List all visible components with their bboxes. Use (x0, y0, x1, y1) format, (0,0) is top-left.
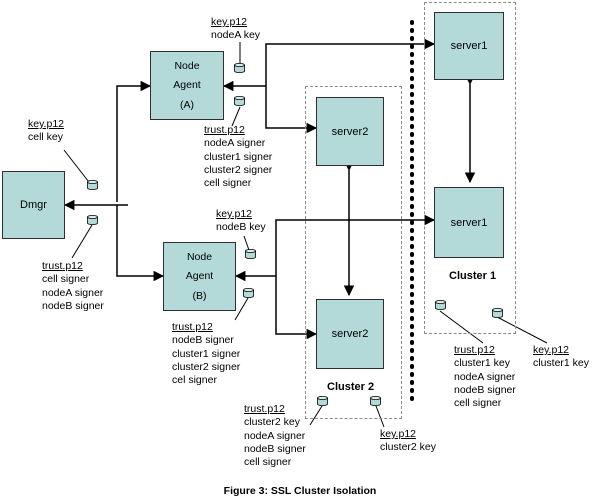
nodeA-key-file: key.p12 (211, 16, 247, 28)
cluster1-trust-file: trust.p12 (454, 344, 495, 356)
node-agent-a-line2: Agent (173, 79, 201, 92)
nodeA-trust-file: trust.p12 (204, 124, 245, 136)
pointer-c2-key (375, 405, 385, 428)
node-agent-a-line1: Node (174, 59, 200, 72)
arrow-dmgr-to-nodeA (116, 80, 152, 202)
nodeB-trust-file: trust.p12 (172, 321, 213, 333)
cluster2-trust-file: trust.p12 (244, 403, 285, 415)
cluster2-trust-line: nodeA signer (244, 429, 306, 442)
dmgr-box: Dmgr (2, 171, 65, 239)
cluster1-trust-line: nodeA signer (454, 370, 516, 383)
nodeB-key-file: key.p12 (216, 208, 252, 220)
nodeB-trust-line: nodeB signer (172, 334, 234, 347)
nodeB-trust-line: cluster2 signer (172, 360, 241, 373)
server1-bottom-label: server1 (450, 216, 488, 229)
cluster1-key-store-icon (492, 308, 503, 318)
server1-top-box: server1 (434, 12, 504, 80)
nodeA-trust-store-icon (234, 96, 245, 106)
cluster2-trust-store-icon (317, 396, 328, 406)
nodeA-trust-line: nodeA signer (204, 137, 266, 150)
figure-caption: Figure 3: SSL Cluster Isolation (223, 485, 377, 497)
pointer-nodeB-trust (234, 297, 249, 321)
cell-trust-file: trust.p12 (42, 260, 83, 272)
nodeB-trust-line: cel signer (172, 374, 217, 387)
cluster1-trust-line: cluster1 key (454, 357, 511, 370)
cluster1-key-file: key.p12 (533, 344, 569, 356)
nodeA-trust-line: cluster2 signer (204, 163, 273, 176)
cluster2-key-file: key.p12 (380, 428, 416, 440)
cluster2-trust-line: nodeB signer (244, 442, 306, 455)
cluster2-trust-line: cluster2 key (244, 416, 301, 429)
nodeB-key-store-icon (245, 249, 256, 259)
cluster1-key-label: key.p12 cluster1 key (533, 344, 589, 371)
nodeB-trust-store-icon (243, 288, 254, 298)
nodeA-trust-line: cluster1 signer (204, 150, 273, 163)
nodeB-key-label: key.p12 nodeB key (216, 208, 266, 235)
cluster2-key-line: cluster2 key (380, 441, 437, 454)
server2-bottom-box: server2 (316, 299, 384, 369)
pointer-cell-key (63, 149, 93, 187)
nodeA-key-label: key.p12 nodeA key (211, 16, 260, 43)
cell-trust-line: nodeA signer (42, 286, 104, 299)
cluster2-trust-line: cell signer (244, 456, 292, 469)
server2-top-box: server2 (316, 97, 384, 166)
node-agent-b-line2: Agent (185, 270, 214, 283)
cluster2-key-store-icon (370, 396, 381, 406)
server1-top-label: server1 (450, 40, 488, 52)
arrow-nodeA-to-server1 (265, 38, 436, 86)
nodeA-trust-line: cell signer (204, 177, 252, 190)
node-agent-b-line1: Node (186, 250, 213, 263)
cluster-2-container (305, 86, 402, 419)
arrow-nodeB-to-server2 (275, 276, 318, 340)
cluster1-trust-label: trust.p12 cluster1 key nodeA signer node… (454, 344, 516, 410)
cell-key-store-icon (87, 180, 98, 190)
pointer-c1-key (496, 316, 548, 344)
cluster2-key-label: key.p12 cluster2 key (380, 428, 436, 455)
nodeA-key-line: nodeA key (211, 29, 261, 42)
nodeB-key-line: nodeB key (216, 221, 266, 234)
cluster2-trust-label: trust.p12 cluster2 key nodeA signer node… (244, 403, 306, 469)
server1-bottom-box: server1 (434, 187, 504, 258)
cell-key-line: cell key (28, 131, 64, 144)
cluster1-key-line: cluster1 key (533, 357, 590, 370)
nodeA-key-store-icon (234, 63, 245, 73)
dmgr-label: Dmgr (20, 199, 47, 211)
node-agent-b-box: Node Agent (B) (163, 242, 236, 311)
pointer-c2-trust (309, 405, 323, 426)
server2-bottom-label: server2 (331, 328, 369, 340)
cluster1-trust-store-icon (435, 300, 446, 310)
cell-key-label: key.p12 cell key (28, 118, 64, 145)
cell-key-file: key.p12 (28, 118, 64, 130)
pointer-nodeA-trust (231, 106, 241, 127)
nodeB-trust-line: cluster1 signer (172, 347, 241, 360)
pointer-c1-trust (439, 310, 484, 344)
cell-trust-store-icon (87, 215, 98, 225)
arrow-nodeA-to-server2 (265, 86, 318, 134)
cell-trust-label: trust.p12 cell signer nodeA signer nodeB… (42, 260, 104, 313)
node-agent-a-box: Node Agent (A) (150, 51, 224, 120)
cell-trust-line: cell signer (42, 273, 90, 286)
cluster1-trust-line: cell signer (454, 397, 502, 410)
node-agent-b-line3: (B) (192, 290, 207, 303)
pointer-cell-trust (71, 224, 93, 259)
cluster-2-label: Cluster 2 (327, 381, 375, 393)
cluster1-trust-line: nodeB signer (454, 383, 516, 396)
cluster-1-label: Cluster 1 (449, 270, 497, 282)
nodeA-trust-label: trust.p12 nodeA signer cluster1 signer c… (204, 124, 272, 190)
cell-trust-line: nodeB signer (42, 299, 104, 312)
server2-top-label: server2 (331, 125, 369, 138)
node-agent-a-line3: (A) (180, 99, 194, 112)
arrow-dmgr-to-nodeB (116, 205, 165, 282)
arrow-nodeB-to-server1 (275, 214, 436, 276)
nodeB-trust-label: trust.p12 nodeB signer cluster1 signer c… (172, 321, 240, 387)
cluster-1-container (424, 2, 516, 334)
